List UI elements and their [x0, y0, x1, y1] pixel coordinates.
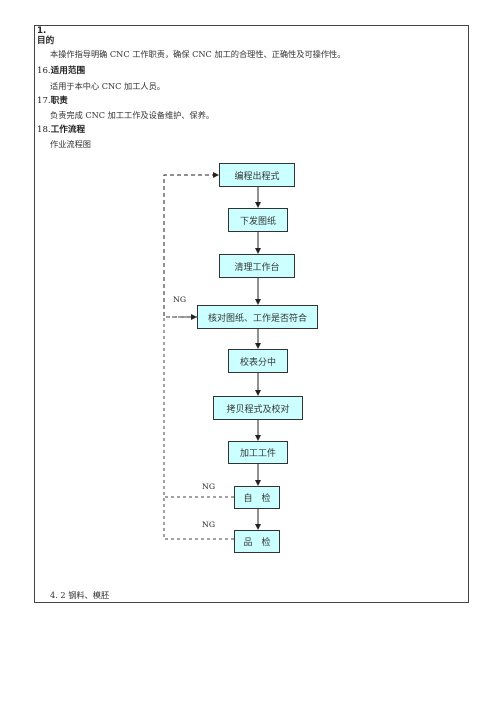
ng-loop-self-check: [163, 314, 234, 498]
section-1-text: 本操作指导明确 CNC 工作职责，确保 CNC 加工的合理性、正确性及可操作性。: [50, 49, 346, 59]
ng-label: NG: [202, 520, 216, 529]
document-frame: [34, 25, 469, 603]
section-1-title: 目的: [37, 36, 55, 46]
section-17-heading: 17.职责: [37, 96, 68, 106]
flowchart-caption: 作业流程图: [50, 139, 91, 149]
flow-step-self-check: 自 检: [234, 486, 280, 509]
section-18-heading: 18.工作流程: [37, 125, 86, 135]
flow-step-indicator-centering: 校表分中: [228, 349, 288, 373]
flow-step-copy-program: 拷贝程式及校对: [213, 396, 303, 420]
flow-step-verify-drawings: 核对图纸、工作是否符合: [197, 305, 318, 329]
section-17-text: 负责完成 CNC 加工工作及设备维护、保养。: [50, 110, 215, 120]
ng-label: NG: [173, 295, 187, 304]
flow-step-machining: 加工工件: [228, 441, 288, 464]
section-16-text: 适用于本中心 CNC 加工人员。: [50, 81, 165, 91]
section-16-heading: 16.适用范围: [37, 66, 86, 76]
flow-step-quality-check: 品 检: [234, 530, 280, 553]
flow-step-programming: 编程出程式: [219, 163, 295, 187]
ng-label: NG: [202, 482, 216, 491]
subsection-steel-mold-base: 4. 2 钢料、模胚: [50, 590, 110, 600]
section-1-number: 1.: [37, 26, 47, 36]
flow-step-clean-worktable: 清理工作台: [219, 254, 295, 278]
ng-loop-quality-check: [163, 497, 234, 540]
flow-step-issue-drawings: 下发图纸: [228, 208, 288, 232]
